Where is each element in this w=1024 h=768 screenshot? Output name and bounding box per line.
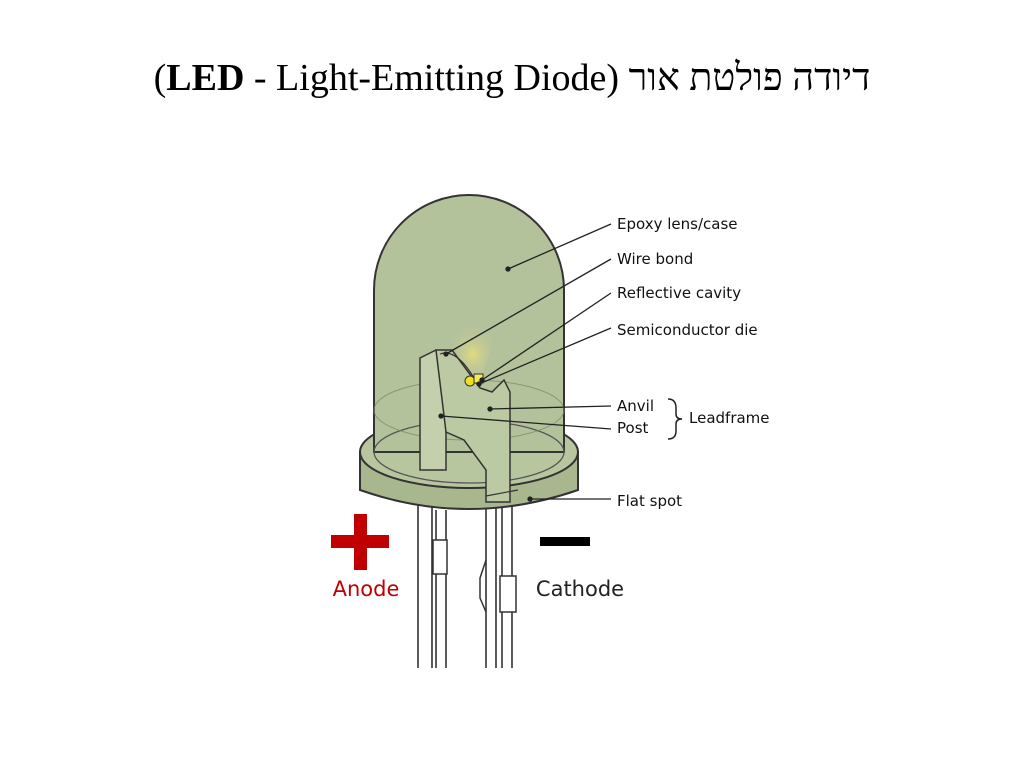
label-epoxy-lens: Epoxy lens/case	[617, 215, 738, 233]
cathode-lead-collar	[499, 575, 517, 613]
anode-label: Anode	[333, 577, 400, 601]
minus-icon	[540, 537, 590, 546]
label-reflective-cavity: Reflective cavity	[617, 284, 741, 302]
title-paren: (	[153, 57, 167, 99]
cathode-label: Cathode	[536, 577, 624, 601]
title-english: - Light-Emitting Diode)	[244, 57, 620, 99]
cathode-lead-bend	[479, 559, 487, 613]
label-post: Post	[617, 419, 649, 437]
label-semiconductor-die: Semiconductor die	[617, 321, 758, 339]
wire-bond	[439, 352, 475, 379]
anode-lead	[417, 500, 447, 668]
label-flat-spot: Flat spot	[617, 492, 682, 510]
label-wire-bond: Wire bond	[617, 250, 693, 268]
leads	[417, 500, 513, 668]
leadframe-brace	[667, 398, 683, 440]
cathode-lead	[485, 500, 513, 668]
flat-spot-mark	[485, 489, 519, 497]
leader-lines	[438, 223, 612, 502]
title-led: LED	[166, 57, 245, 99]
plus-icon	[331, 514, 389, 570]
label-leadframe: Leadframe	[689, 409, 770, 427]
label-anvil: Anvil	[617, 397, 654, 415]
anode-lead-collar	[432, 539, 448, 575]
light-cone	[446, 320, 500, 382]
slide-title: (LED - Light-Emitting Diode) דיודה פולטת…	[0, 57, 1024, 100]
title-hebrew: דיודה פולטת אור	[628, 57, 871, 99]
